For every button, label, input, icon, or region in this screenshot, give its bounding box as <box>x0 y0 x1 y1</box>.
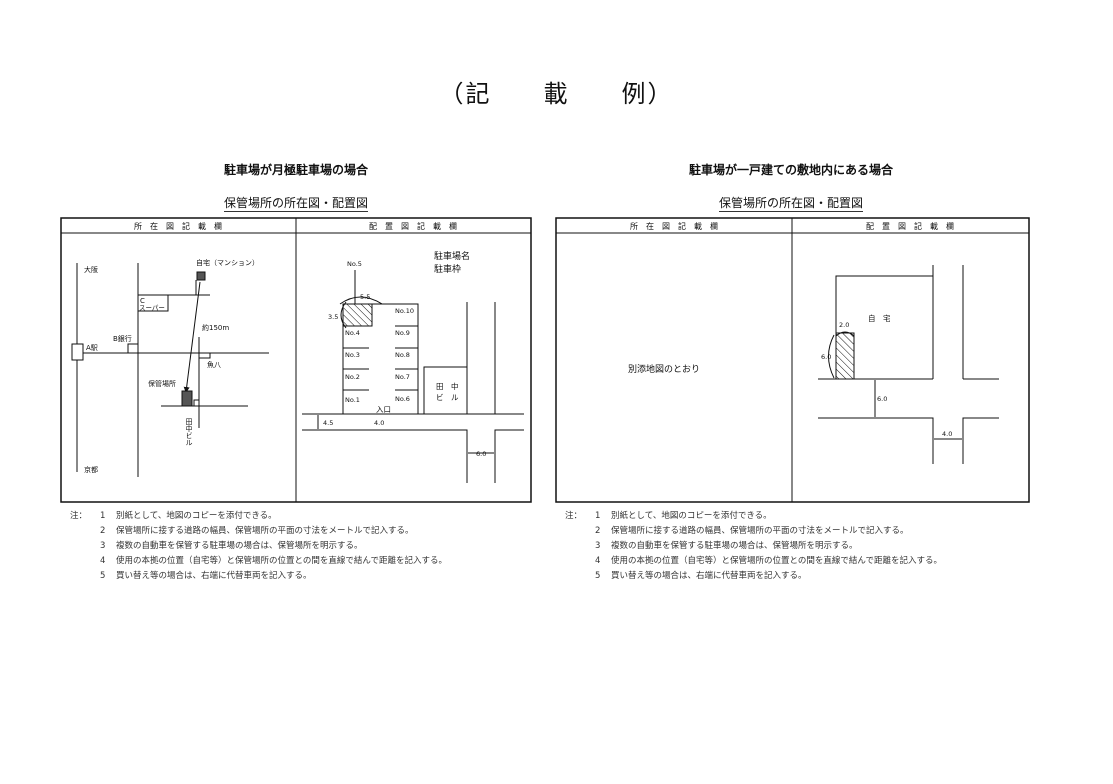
note-number: 3 <box>100 541 106 551</box>
note-text: 使用の本拠の位置（自宅等）と保管場所の位置との間を直線で結んで距離を記入する。 <box>611 556 942 566</box>
dim-road-right: 6.0 <box>877 395 887 403</box>
label-tanaka-building: 田中ビル <box>185 418 193 446</box>
note-text: 使用の本拠の位置（自宅等）と保管場所の位置との間を直線で結んで距離を記入する。 <box>116 556 447 566</box>
label-home-house: 自 宅 <box>868 313 891 323</box>
note-item: 2 保管場所に接する道路の幅員、保管場所の平面の寸法をメートルで記入する。 <box>70 524 447 539</box>
note-text: 買い替え等の場合は、右端に代替車両を記入する。 <box>116 571 312 581</box>
right-col2-header: 配 置 図 記 載 欄 <box>866 221 954 231</box>
right-subheading-text: 保管場所の所在図・配置図 <box>718 196 863 212</box>
dim-side-road: 6.0 <box>476 450 486 458</box>
note-item: 3 複数の自動車を保管する駐車場の場合は、保管場所を明示する。 <box>565 539 942 554</box>
space-no9: No.9 <box>395 329 410 337</box>
note-number: 3 <box>595 541 601 551</box>
left-col2-header: 配 置 図 記 載 欄 <box>369 221 457 231</box>
note-text: 買い替え等の場合は、右端に代替車両を記入する。 <box>611 571 807 581</box>
dim-width-right: 2.0 <box>839 321 849 329</box>
note-number: 1 <box>595 511 601 521</box>
space-no8: No.8 <box>395 351 410 359</box>
note-item: 4 使用の本拠の位置（自宅等）と保管場所の位置との間を直線で結んで距離を記入する。 <box>565 554 942 569</box>
note-number: 5 <box>595 571 601 581</box>
label-osaka: 大阪 <box>84 265 98 274</box>
dim-width: 5.5 <box>360 293 370 301</box>
note-text: 保管場所に接する道路の幅員、保管場所の平面の寸法をメートルで記入する。 <box>611 526 909 536</box>
note-text: 別紙として、地図のコピーを添付できる。 <box>611 511 772 521</box>
left-subheading-text: 保管場所の所在図・配置図 <box>223 196 368 212</box>
label-distance: 約150m <box>202 323 229 332</box>
space-no4: No.4 <box>345 329 360 337</box>
space-no5: No.5 <box>347 260 362 268</box>
note-item: 5 買い替え等の場合は、右端に代替車両を記入する。 <box>70 569 447 584</box>
label-home: 自宅（マンション） <box>196 258 259 267</box>
note-item: 3 複数の自動車を保管する駐車場の場合は、保管場所を明示する。 <box>70 539 447 554</box>
notes-right: 注： 1 別紙として、地図のコピーを添付できる。 2 保管場所に接する道路の幅員、保管… <box>565 509 942 584</box>
notes-label: 注： <box>565 511 583 521</box>
note-item: 2 保管場所に接する道路の幅員、保管場所の平面の寸法をメートルで記入する。 <box>565 524 942 539</box>
label-building-2: ビ ル <box>436 393 459 402</box>
note-text: 別紙として、地図のコピーを添付できる。 <box>116 511 277 521</box>
left-col1-header: 所 在 図 記 載 欄 <box>134 221 222 231</box>
label-parking: 保管場所 <box>148 379 176 388</box>
right-heading: 駐車場が一戸建ての敷地内にある場合 <box>688 163 893 177</box>
dim-road: 4.5 <box>323 419 333 427</box>
dim-depth: 3.5 <box>328 313 338 321</box>
note-item: 5 買い替え等の場合は、右端に代替車両を記入する。 <box>565 569 942 584</box>
note-item: 注： 1 別紙として、地図のコピーを添付できる。 <box>70 509 447 524</box>
note-item: 4 使用の本拠の位置（自宅等）と保管場所の位置との間を直線で結んで距離を記入する。 <box>70 554 447 569</box>
note-number: 4 <box>100 556 106 566</box>
note-text: 複数の自動車を保管する駐車場の場合は、保管場所を明示する。 <box>116 541 363 551</box>
dim-entrance: 4.0 <box>374 419 384 427</box>
label-building-1: 田 中 <box>436 381 459 391</box>
right-col1-header: 所 在 図 記 載 欄 <box>630 221 718 231</box>
notes-label: 注： <box>70 511 88 521</box>
location-map <box>71 263 269 477</box>
space-no1: No.1 <box>345 396 360 404</box>
label-bank: B銀行 <box>113 334 132 343</box>
label-kyoto: 京都 <box>84 465 98 474</box>
note-number: 2 <box>100 526 106 536</box>
label-super-c: C <box>140 297 145 305</box>
parking-layout <box>302 270 524 483</box>
page-title: （記 載 例） <box>439 80 674 108</box>
note-text: 保管場所に接する道路の幅員、保管場所の平面の寸法をメートルで記入する。 <box>116 526 414 536</box>
label-station: A駅 <box>86 344 98 352</box>
right-subheading: 保管場所の所在図・配置図 <box>556 194 1026 212</box>
space-no3: No.3 <box>345 351 360 359</box>
note-number: 5 <box>100 571 106 581</box>
note-number: 1 <box>100 511 106 521</box>
label-uohachi: 魚八 <box>207 360 221 369</box>
label-parking-space: 駐車枠 <box>434 263 461 275</box>
home-layout <box>818 265 999 464</box>
space-no6: No.6 <box>395 395 410 403</box>
left-heading: 駐車場が月極駐車場の場合 <box>223 163 368 177</box>
space-no2: No.2 <box>345 373 360 381</box>
label-parking-name: 駐車場名 <box>434 250 470 262</box>
note-text: 複数の自動車を保管する駐車場の場合は、保管場所を明示する。 <box>611 541 858 551</box>
note-item: 注： 1 別紙として、地図のコピーを添付できる。 <box>565 509 942 524</box>
dim-depth-right: 6.0 <box>821 353 831 361</box>
label-super: スーパー <box>139 304 165 312</box>
space-no10: No.10 <box>395 307 414 315</box>
dim-side-road-right: 4.0 <box>942 430 952 438</box>
label-entrance: 入口 <box>376 405 391 414</box>
space-no7: No.7 <box>395 373 410 381</box>
note-number: 2 <box>595 526 601 536</box>
left-subheading: 保管場所の所在図・配置図 <box>61 194 531 212</box>
map-attached-text: 別添地図のとおり <box>628 363 700 375</box>
notes-left: 注： 1 別紙として、地図のコピーを添付できる。 2 保管場所に接する道路の幅員、保管… <box>70 509 447 584</box>
note-number: 4 <box>595 556 601 566</box>
